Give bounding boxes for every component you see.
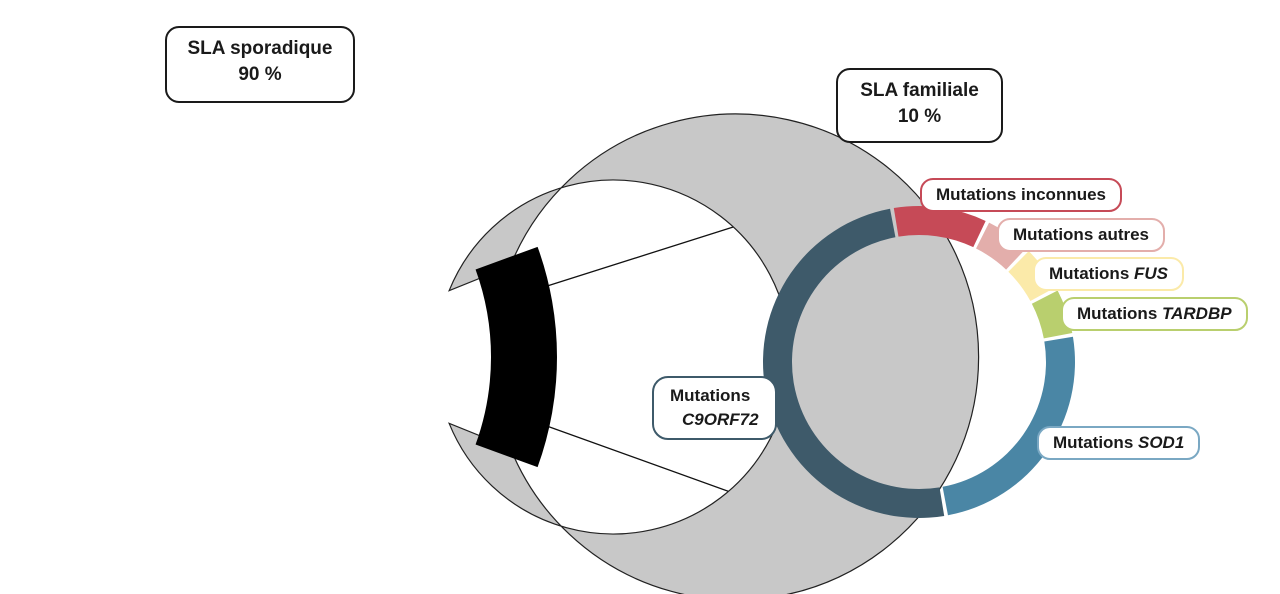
sporadic-label-title: SLA sporadique bbox=[187, 38, 333, 59]
label-tardbp: Mutations TARDBP bbox=[1061, 297, 1248, 331]
label-c9orf72: Mutations C9ORF72 bbox=[652, 376, 777, 440]
sporadic-label-box: SLA sporadique 90 % bbox=[165, 26, 355, 103]
label-c9orf72-gene: C9ORF72 bbox=[682, 410, 759, 429]
familial-label-value: 10 % bbox=[897, 106, 942, 127]
familial-label-title: SLA familiale bbox=[860, 80, 979, 101]
overall-donut-chart bbox=[448, 113, 980, 594]
sporadic-label-value: 90 % bbox=[238, 64, 282, 85]
label-tardbp-gene: TARDBP bbox=[1162, 304, 1232, 323]
label-inconnues: Mutations inconnues bbox=[920, 178, 1122, 212]
label-tardbp-prefix: Mutations bbox=[1077, 304, 1162, 323]
label-fus-gene: FUS bbox=[1134, 264, 1168, 283]
label-fus-prefix: Mutations bbox=[1049, 264, 1134, 283]
label-autres: Mutations autres bbox=[997, 218, 1166, 252]
familial-label-box: SLA familiale 10 % bbox=[836, 68, 1003, 143]
label-inconnues-text: Mutations inconnues bbox=[936, 185, 1106, 204]
slice-sla-familiale bbox=[475, 246, 557, 468]
label-sod1-gene: SOD1 bbox=[1138, 433, 1185, 452]
label-fus: Mutations FUS bbox=[1033, 257, 1184, 291]
slice-c9orf72 bbox=[763, 208, 945, 518]
label-sod1: Mutations SOD1 bbox=[1037, 426, 1201, 460]
label-autres-text: Mutations autres bbox=[1013, 225, 1150, 244]
label-sod1-prefix: Mutations bbox=[1053, 433, 1138, 452]
label-c9orf72-prefix: Mutations bbox=[670, 386, 751, 405]
slice-inconnues bbox=[893, 205, 986, 248]
